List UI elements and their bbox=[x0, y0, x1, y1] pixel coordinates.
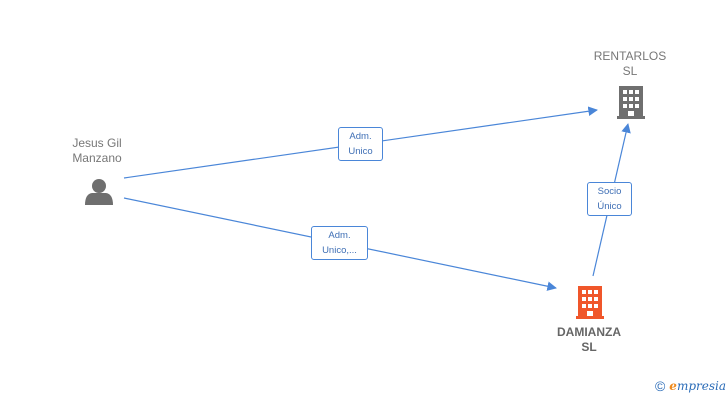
damianza-name-line2: SL bbox=[581, 340, 597, 354]
person-name-line1: Jesus Gil bbox=[72, 136, 122, 150]
damianza-name-line1: DAMIANZA bbox=[557, 325, 621, 339]
node-label-person[interactable]: Jesus Gil Manzano bbox=[52, 136, 142, 166]
brand-rest: mpresia bbox=[676, 379, 726, 393]
edge-label-person-to-damianza[interactable]: Adm. Unico,... bbox=[311, 226, 368, 260]
edge-label-line2: Único bbox=[597, 201, 622, 212]
building-icon[interactable] bbox=[617, 86, 645, 119]
rentarlos-name-line2: SL bbox=[622, 64, 638, 78]
node-label-rentarlos[interactable]: RENTARLOS SL bbox=[585, 49, 675, 79]
brand-logo: empresia bbox=[669, 379, 726, 393]
empresia-watermark: © empresia bbox=[655, 378, 726, 394]
edge-label-line1: Socio bbox=[597, 186, 622, 197]
person-icon[interactable] bbox=[85, 179, 113, 205]
edge-label-line2: Unico,... bbox=[322, 245, 357, 256]
edge-label-damianza-to-rentarlos[interactable]: Socio Único bbox=[587, 182, 632, 216]
edge-label-line1: Adm. bbox=[328, 230, 351, 241]
edge-label-line1: Adm. bbox=[349, 131, 372, 142]
building-icon[interactable] bbox=[576, 286, 604, 319]
rentarlos-name-line1: RENTARLOS bbox=[593, 49, 667, 63]
node-label-damianza[interactable]: DAMIANZA SL bbox=[543, 325, 635, 355]
edge-label-line2: Unico bbox=[348, 146, 373, 157]
person-name-line2: Manzano bbox=[72, 151, 122, 165]
brand-initial: e bbox=[669, 379, 677, 393]
edge-label-person-to-rentarlos[interactable]: Adm. Unico bbox=[338, 127, 383, 161]
copyright-icon: © bbox=[654, 378, 666, 394]
